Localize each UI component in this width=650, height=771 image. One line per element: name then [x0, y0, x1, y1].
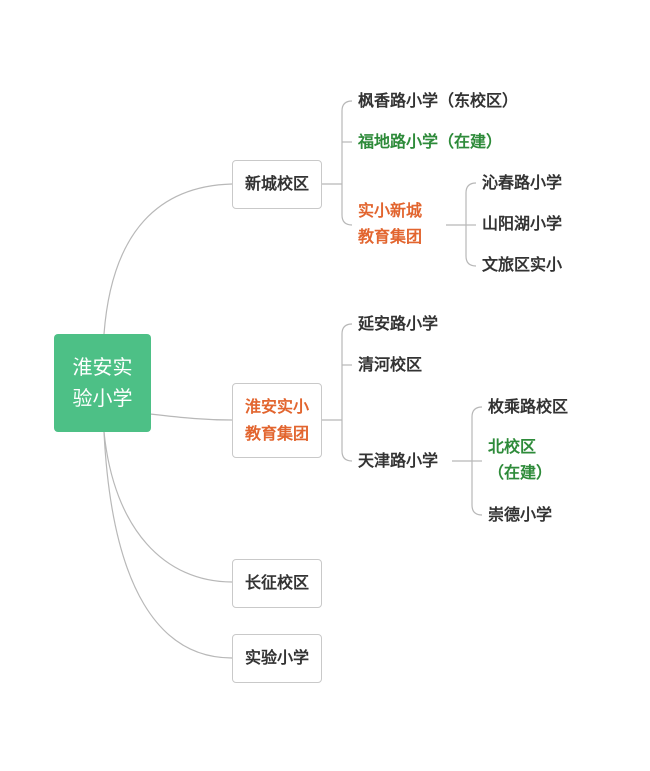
root-label-line1: 淮安实: [72, 355, 133, 379]
node-tianjin-label: 天津路小学: [358, 451, 439, 470]
node-shanyanghu[interactable]: 山阳湖小学: [482, 211, 562, 237]
connector-root-group: [149, 413, 233, 421]
node-yanan-label: 延安路小学: [358, 314, 439, 333]
root-label-line2: 验小学: [72, 386, 133, 410]
node-fudi-label: 福地路小学（在建）: [358, 132, 503, 151]
node-qinghe-label: 清河校区: [358, 355, 423, 374]
node-yanan[interactable]: 延安路小学: [358, 311, 438, 337]
node-shixiao-xincheng[interactable]: 实小新城 教育集团: [358, 198, 422, 251]
node-fengxiang-label: 枫香路小学（东校区）: [358, 91, 519, 110]
node-huaian-group[interactable]: 淮安实小 教育集团: [232, 383, 322, 458]
node-shiyan[interactable]: 实验小学: [232, 634, 322, 683]
node-shanyanghu-label: 山阳湖小学: [482, 214, 563, 233]
node-shiyan-label: 实验小学: [244, 648, 309, 668]
connector-root-changzheng: [103, 431, 233, 583]
node-beixiaoqu-line2: （在建）: [488, 463, 553, 483]
node-beixiaoqu-line1: 北校区: [488, 437, 537, 456]
node-chongde-label: 崇德小学: [488, 505, 553, 524]
connector-root-shiyan: [103, 431, 233, 659]
node-qinchun-label: 沁春路小学: [482, 173, 563, 192]
connector-xincheng-bracket: [341, 100, 353, 226]
node-huaian-group-line2: 教育集团: [244, 423, 309, 443]
connector-group-bracket: [341, 323, 353, 462]
root-node[interactable]: 淮安实 验小学: [54, 334, 151, 432]
node-fengxiang[interactable]: 枫香路小学（东校区）: [358, 88, 518, 114]
node-huaian-group-line1: 淮安实小: [244, 397, 309, 417]
node-shixiao-xincheng-line1: 实小新城: [358, 201, 423, 220]
node-wenlvqu-label: 文旅区实小: [482, 255, 563, 274]
node-xincheng[interactable]: 新城校区: [232, 160, 322, 209]
node-fudi[interactable]: 福地路小学（在建）: [358, 129, 502, 155]
node-changzheng[interactable]: 长征校区: [232, 559, 322, 608]
node-chongde[interactable]: 崇德小学: [488, 502, 552, 528]
node-wenlvqu[interactable]: 文旅区实小: [482, 252, 562, 278]
node-xincheng-label: 新城校区: [244, 174, 309, 194]
node-qinchun[interactable]: 沁春路小学: [482, 170, 562, 196]
node-shixiao-xincheng-line2: 教育集团: [358, 227, 423, 247]
node-meicheng-label: 枚乘路校区: [488, 397, 569, 416]
node-meicheng[interactable]: 枚乘路校区: [488, 394, 568, 420]
node-qinghe[interactable]: 清河校区: [358, 352, 422, 378]
node-beixiaoqu[interactable]: 北校区 （在建）: [488, 434, 552, 487]
node-tianjin[interactable]: 天津路小学: [358, 448, 438, 474]
node-changzheng-label: 长征校区: [244, 573, 309, 593]
connector-root-xincheng: [103, 183, 233, 335]
